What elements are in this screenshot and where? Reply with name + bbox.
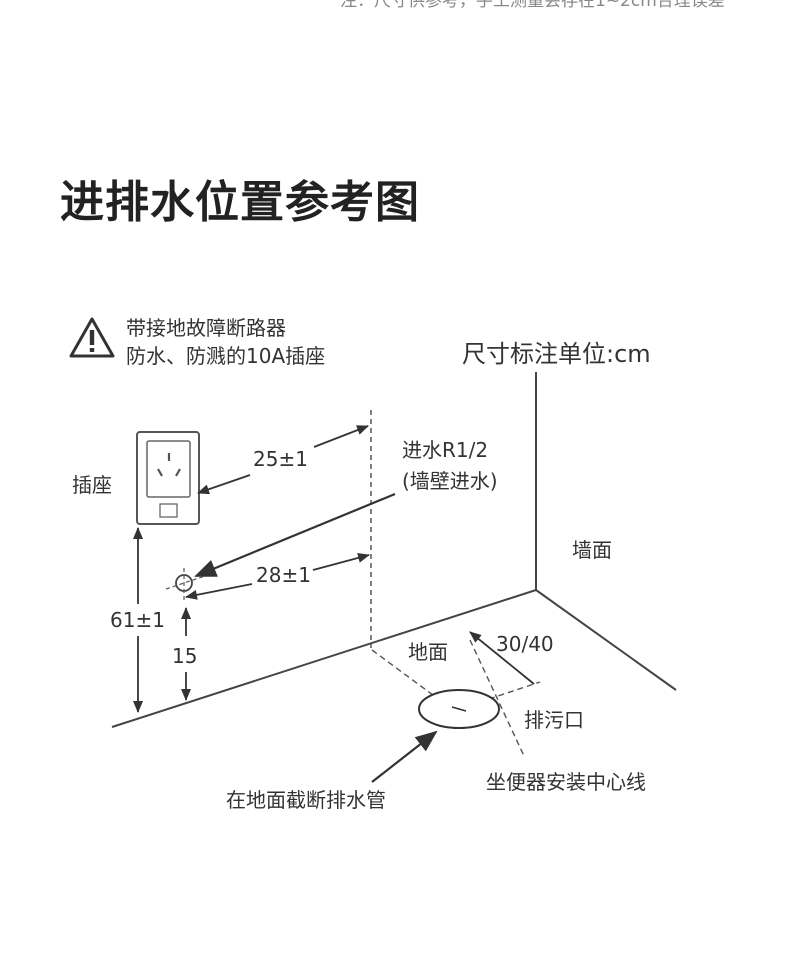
inlet-offset-label: 28±1 xyxy=(256,563,311,587)
water-inlet-icon xyxy=(165,568,209,600)
water-inlet-label-line2: (墙壁进水) xyxy=(402,469,498,493)
drain-distance-label: 30/40 xyxy=(496,632,554,656)
drain-label: 排污口 xyxy=(524,708,584,732)
page-title: 进排水位置参考图 xyxy=(60,177,420,228)
wall-label: 墙面 xyxy=(572,538,612,562)
water-inlet-pointer-arrow xyxy=(194,492,396,578)
top-note: 注：尺寸供参考，手工测量会存在1~2cm合理误差 xyxy=(340,0,725,11)
unit-note: 尺寸标注单位:cm xyxy=(462,340,651,368)
socket-icon xyxy=(136,431,200,525)
toilet-centerline-label: 坐便器安装中心线 xyxy=(486,770,646,794)
floor-right-edge-line xyxy=(535,589,677,691)
socket-offset-arrow-right xyxy=(313,425,369,448)
socket-height-label: 61±1 xyxy=(110,608,165,632)
drain-guide-dashed-line xyxy=(371,649,457,713)
socket-offset-label: 25±1 xyxy=(253,447,308,471)
toilet-centerline-dashed xyxy=(469,639,525,757)
drain-distance-arrow xyxy=(469,631,535,685)
inlet-offset-arrow-right xyxy=(312,553,370,571)
socket-label: 插座 xyxy=(72,473,112,497)
cut-pipe-pointer-arrow xyxy=(371,730,438,783)
socket-offset-arrow-left xyxy=(197,474,251,495)
warning-triangle-icon xyxy=(68,316,116,364)
inlet-height-label: 15 xyxy=(172,644,198,668)
warning-text: 带接地故障断路器 防水、防溅的10A插座 xyxy=(126,314,325,370)
warning-line-2: 防水、防溅的10A插座 xyxy=(126,344,326,368)
cut-pipe-label: 在地面截断排水管 xyxy=(226,788,386,812)
inlet-offset-arrow-left xyxy=(185,583,253,600)
wall-floor-edge-line xyxy=(111,589,537,728)
floor-label: 地面 xyxy=(408,640,448,664)
drain-horizontal-dashed-line xyxy=(431,681,541,719)
warning-line-1: 带接地故障断路器 xyxy=(126,316,286,340)
water-inlet-label-line1: 进水R1/2 xyxy=(402,438,489,462)
